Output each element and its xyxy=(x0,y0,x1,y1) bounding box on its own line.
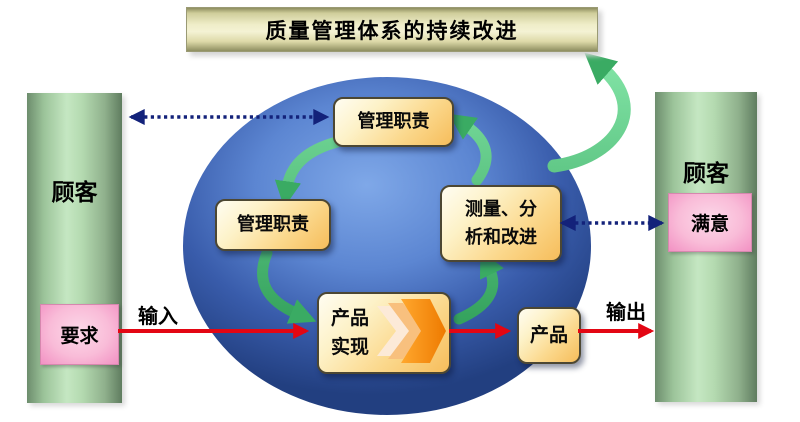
box-measurement-analysis-improvement: 测量、分 析和改进 xyxy=(440,185,562,262)
customer-column-left: 顾客 要求 xyxy=(27,93,122,403)
satisfaction-box: 满意 xyxy=(668,193,752,252)
box-product-realization: 产品 实现 xyxy=(317,292,451,374)
product-realization-label: 产品 实现 xyxy=(331,307,370,358)
requirements-label: 要求 xyxy=(60,326,99,347)
box-management-responsibility-left: 管理职责 xyxy=(215,199,331,251)
page-title: 质量管理体系的持续改进 xyxy=(265,19,519,43)
output-label: 输出 xyxy=(606,302,646,324)
satisfaction-label: 满意 xyxy=(690,214,729,235)
input-label: 输入 xyxy=(138,306,178,328)
measurement-label: 测量、分 析和改进 xyxy=(465,198,537,247)
box-management-responsibility-top: 管理职责 xyxy=(333,97,454,147)
customer-label-right: 顾客 xyxy=(683,160,729,186)
continual-improvement-arrow-icon xyxy=(547,52,631,173)
requirements-box: 要求 xyxy=(40,304,119,365)
customer-column-right: 顾客 满意 xyxy=(655,92,757,402)
box-product: 产品 xyxy=(517,307,581,364)
customer-label-left: 顾客 xyxy=(51,179,98,205)
management-top-label: 管理职责 xyxy=(357,111,430,132)
management-left-label: 管理职责 xyxy=(237,214,309,235)
product-label: 产品 xyxy=(529,324,568,346)
diagram-title-banner: 质量管理体系的持续改进 xyxy=(186,7,598,52)
